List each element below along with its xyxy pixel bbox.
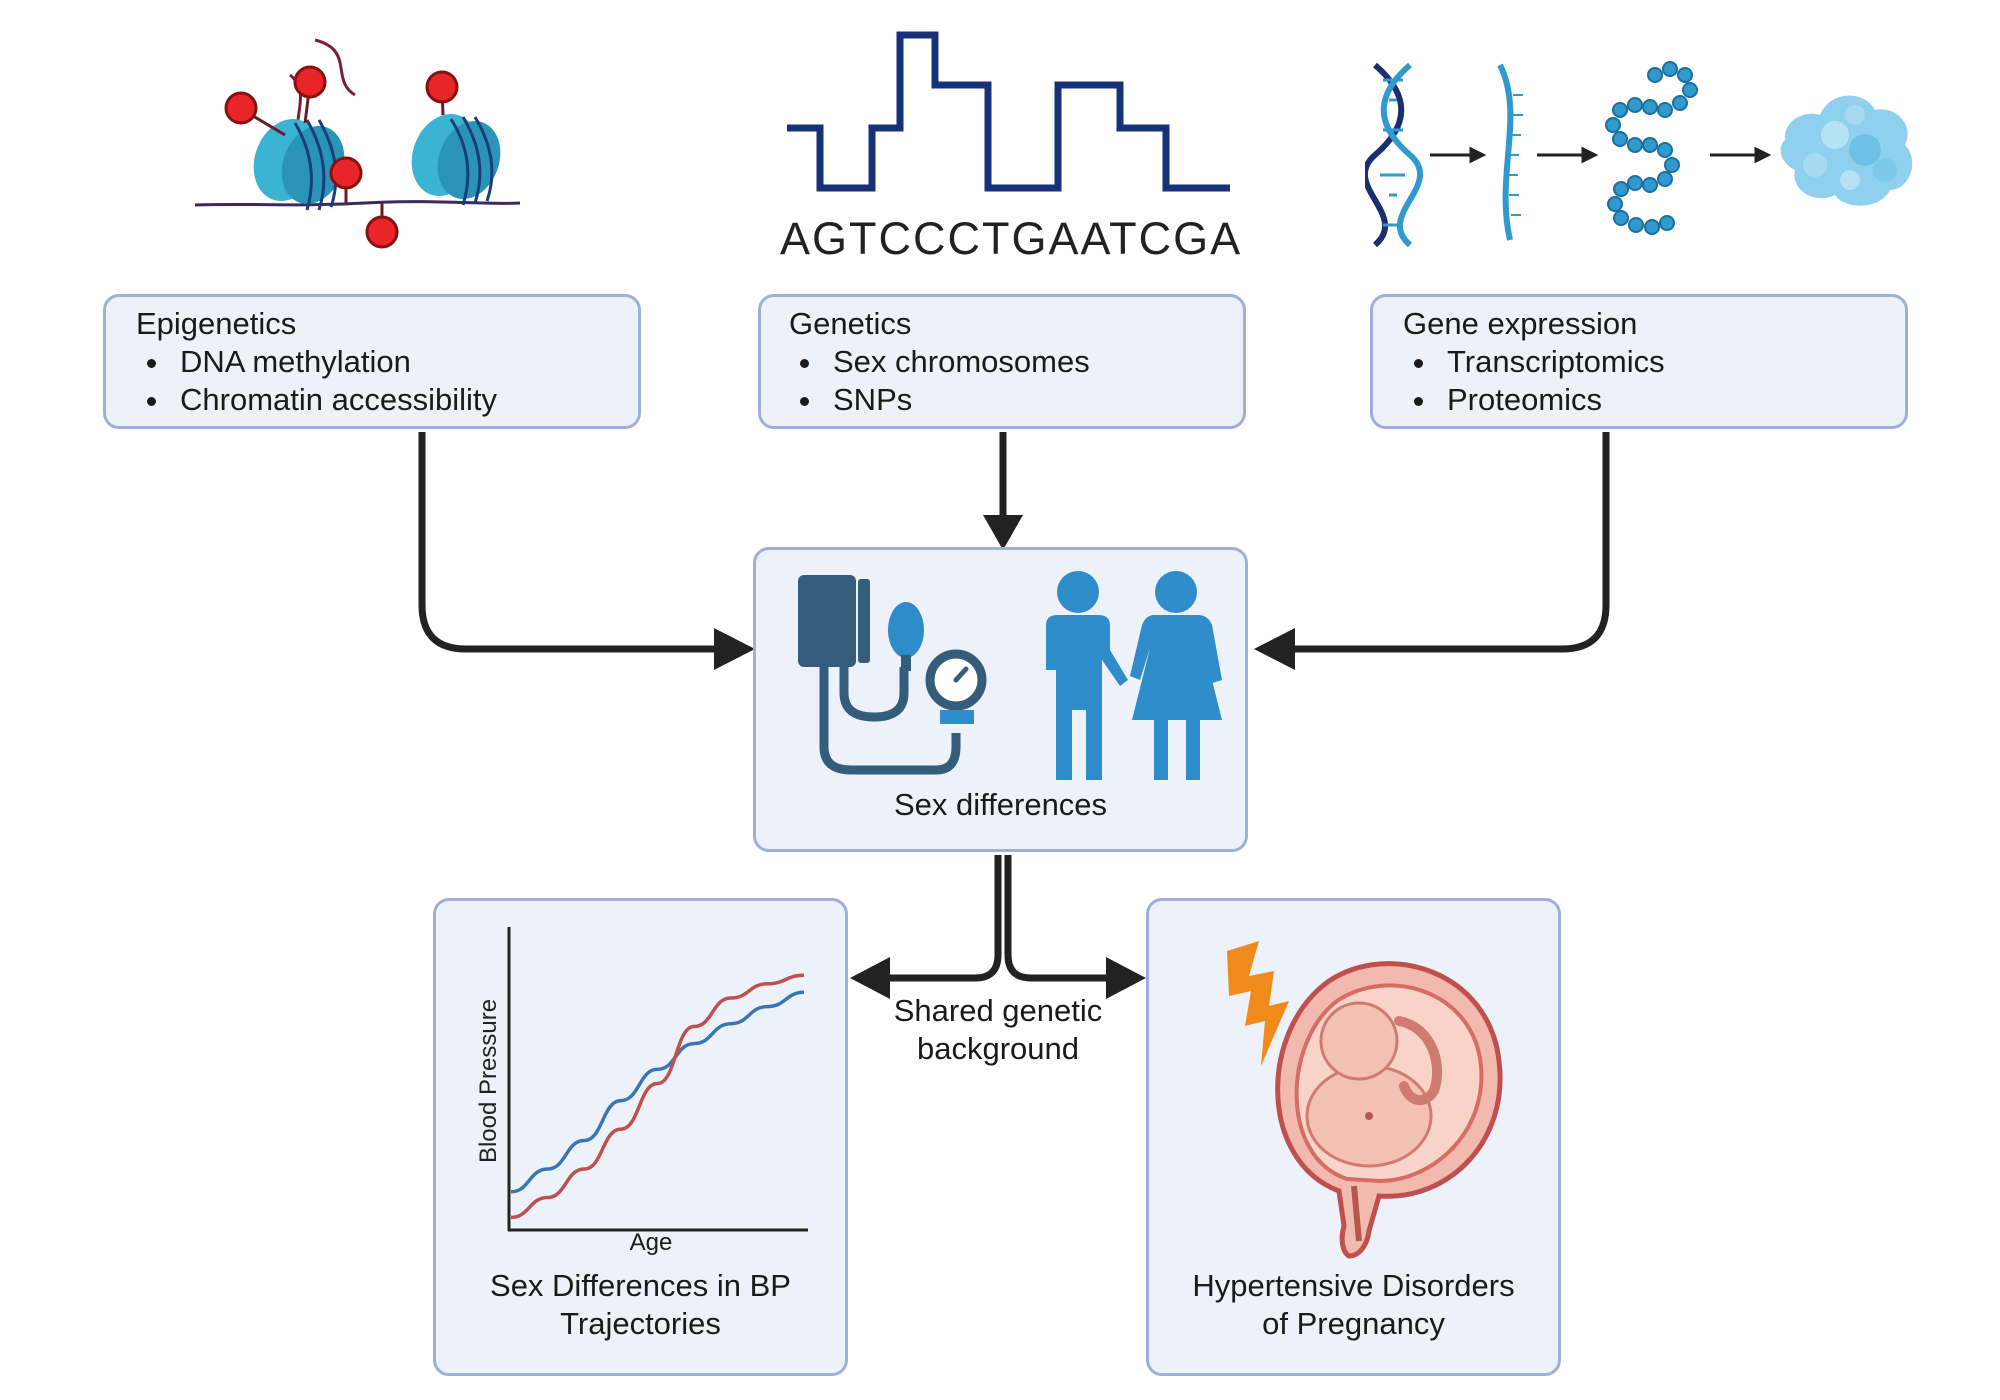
- man-woman-icon: [1046, 571, 1222, 780]
- dna-sequence: AGTCCCTGAATCGA: [780, 213, 1243, 264]
- arrowhead-to-bp: [850, 957, 890, 999]
- epigenetics-list: DNA methylation Chromatin accessibility: [136, 343, 497, 419]
- genetics-list: Sex chromosomes SNPs: [789, 343, 1090, 419]
- amino-acid-chain-icon: [1605, 61, 1698, 235]
- arrow-expression-to-center: [1292, 432, 1610, 653]
- arrowhead-top-in: [983, 515, 1023, 550]
- genetics-title: Genetics: [789, 306, 912, 341]
- genetics-box: Genetics Sex chromosomes SNPs: [758, 294, 1246, 429]
- list-item: SNPs: [825, 381, 1090, 419]
- protein-structure-icon: [1780, 95, 1913, 206]
- blood-pressure-monitor-icon: [798, 575, 987, 775]
- shared-background-line1: Shared genetic: [893, 993, 1103, 1028]
- lightning-icon: [1227, 941, 1289, 1066]
- y-axis-label: Blood Pressure: [475, 999, 502, 1163]
- arrowhead-left-in: [714, 628, 755, 670]
- gene-expression-list: Transcriptomics Proteomics: [1403, 343, 1665, 419]
- arrowhead-right-in: [1254, 628, 1295, 670]
- gene-expression-box: Gene expression Transcriptomics Proteomi…: [1370, 294, 1908, 429]
- arrowhead-to-pregnancy: [1106, 957, 1146, 999]
- x-axis-label: Age: [629, 1229, 673, 1256]
- arrow-epigenetics-to-center: [418, 432, 716, 653]
- pregnancy-caption-line2: of Pregnancy: [1262, 1306, 1445, 1341]
- epigenetics-box: Epigenetics DNA methylation Chromatin ac…: [103, 294, 641, 429]
- bp-caption-line2: Trajectories: [560, 1306, 721, 1341]
- gene-expression-title: Gene expression: [1403, 306, 1638, 341]
- genetic-signal-icon: [787, 31, 1230, 192]
- gene-expression-flow-icon: [1365, 61, 1913, 248]
- arrow-center-to-branches: [887, 855, 1112, 982]
- nucleosome-methylation-icon: [195, 38, 521, 249]
- pregnancy-caption-line1: Hypertensive Disorders: [1192, 1268, 1515, 1303]
- shared-background-line2: background: [916, 1031, 1079, 1066]
- sex-differences-label: Sex differences: [893, 787, 1108, 822]
- bp-caption-line1: Sex Differences in BP: [490, 1268, 791, 1303]
- bp-trajectory-chart: Blood Pressure: [475, 927, 808, 1232]
- list-item: Transcriptomics: [1439, 343, 1665, 381]
- rna-strand-icon: [1497, 63, 1523, 241]
- list-item: Chromatin accessibility: [172, 381, 497, 419]
- list-item: Proteomics: [1439, 381, 1665, 419]
- series-line: [510, 990, 805, 1194]
- list-item: Sex chromosomes: [825, 343, 1090, 381]
- series-line: [510, 973, 805, 1220]
- list-item: DNA methylation: [172, 343, 497, 381]
- bp-trajectories-box: Blood Pressure Age Sex Differences in BP…: [433, 898, 848, 1376]
- epigenetics-title: Epigenetics: [136, 306, 297, 341]
- pregnancy-uterus-icon: [1227, 941, 1503, 1259]
- sex-differences-box: Sex differences: [753, 547, 1248, 852]
- dna-helix-icon: [1365, 62, 1424, 248]
- pregnancy-box: Hypertensive Disorders of Pregnancy: [1146, 898, 1561, 1376]
